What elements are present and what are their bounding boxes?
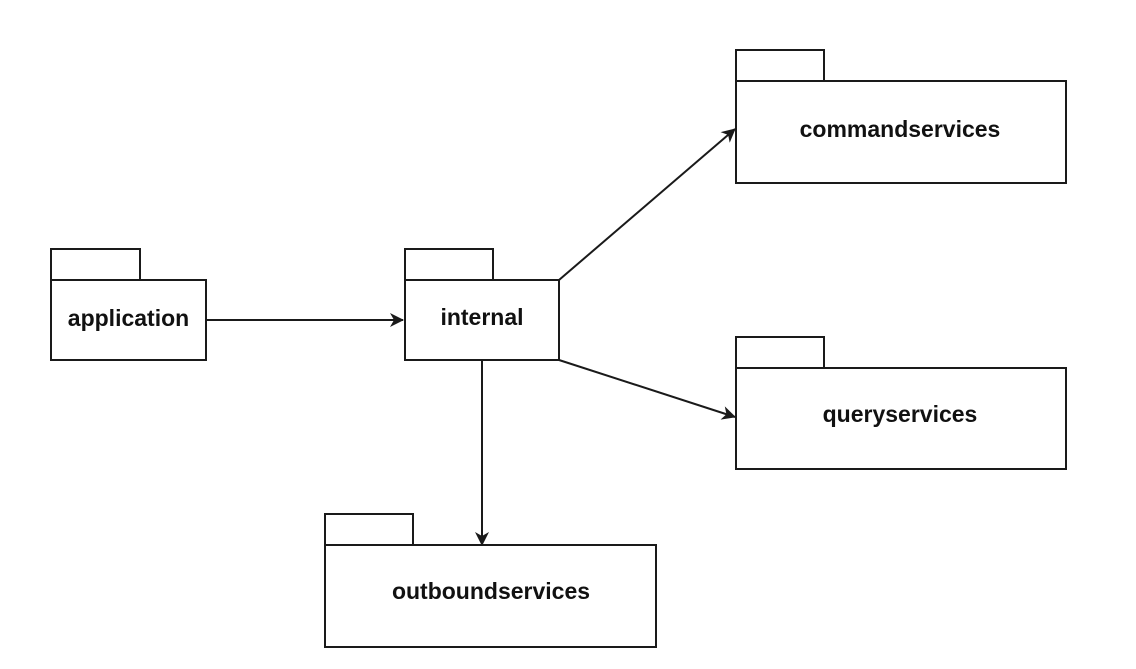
package-label-queryservices: queryservices: [823, 401, 978, 427]
package-body: [324, 544, 657, 648]
package-internal: internal: [404, 248, 560, 361]
edge-internal-to-queryservices: [558, 359, 736, 420]
package-tab: [735, 336, 825, 369]
package-label-application: application: [68, 305, 189, 331]
package-tab: [50, 248, 141, 281]
package-body: [735, 80, 1067, 184]
package-application: application: [50, 248, 207, 361]
edge-internal-to-commandservices: [558, 128, 736, 281]
package-label-commandservices: commandservices: [800, 116, 1001, 142]
package-outboundservices: outboundservices: [324, 513, 657, 648]
package-label-internal: internal: [440, 304, 523, 330]
package-tab: [324, 513, 414, 546]
package-label-outboundservices: outboundservices: [392, 578, 590, 604]
package-tab: [404, 248, 494, 281]
package-body: [50, 279, 207, 361]
package-queryservices: queryservices: [735, 336, 1067, 470]
package-body: [735, 367, 1067, 470]
package-commandservices: commandservices: [735, 49, 1067, 184]
package-tab: [735, 49, 825, 82]
package-body: [404, 279, 560, 361]
